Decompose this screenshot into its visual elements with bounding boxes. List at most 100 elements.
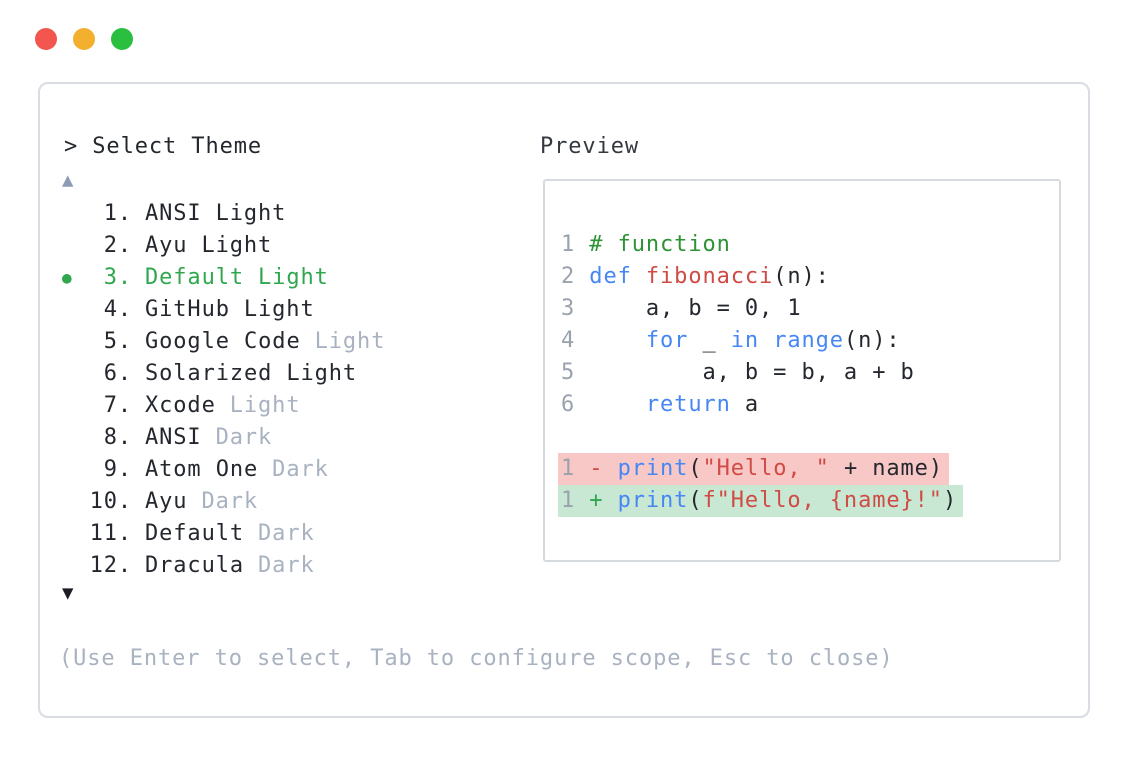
theme-name: Solarized xyxy=(145,361,273,386)
theme-variant: Light xyxy=(243,297,315,322)
token-str: "Hello, " xyxy=(702,456,830,481)
theme-name: Atom One xyxy=(145,457,259,482)
selected-dot-icon: ● xyxy=(62,268,72,287)
zoom-button[interactable] xyxy=(111,28,133,50)
theme-number: 1. xyxy=(103,201,132,226)
theme-number: 10. xyxy=(89,489,132,514)
theme-number: 9. xyxy=(103,457,132,482)
code-line: 2 def fibonacci(n): xyxy=(561,261,1059,293)
token-str: f"Hello, {name}!" xyxy=(702,488,943,513)
code-line: 1 - print("Hello, " + name) xyxy=(558,453,1059,485)
theme-variant: Dark xyxy=(258,553,315,578)
theme-item-default-dark[interactable]: 11. Default Dark xyxy=(62,518,385,550)
theme-number: 6. xyxy=(103,361,132,386)
code-line: 1 # function xyxy=(561,229,1059,261)
theme-number: 4. xyxy=(103,297,132,322)
token-num: 2 xyxy=(561,264,590,289)
theme-name: GitHub xyxy=(145,297,230,322)
code-line-content: 6 return a xyxy=(561,389,759,421)
window-controls xyxy=(35,28,133,50)
token-num: 5 xyxy=(561,360,590,385)
token-kw: def xyxy=(589,264,632,289)
theme-number: 11. xyxy=(89,521,132,546)
token-plain: ( xyxy=(688,456,703,481)
theme-variant: Light xyxy=(201,233,273,258)
preview-label: Preview xyxy=(540,134,640,159)
theme-variant: Dark xyxy=(258,521,315,546)
token-kw: range xyxy=(773,328,844,353)
code-line-content: 3 a, b = 0, 1 xyxy=(561,293,801,325)
token-num: 6 xyxy=(561,392,590,417)
token-num: 1 xyxy=(561,456,590,481)
theme-number: 7. xyxy=(103,393,132,418)
theme-variant: Light xyxy=(258,265,329,290)
code-line-content: 5 a, b = b, a + b xyxy=(561,357,915,389)
token-plain xyxy=(759,328,773,353)
token-add: + xyxy=(589,488,618,513)
minimize-button[interactable] xyxy=(73,28,95,50)
token-num: 1 xyxy=(561,488,590,513)
theme-name: ANSI xyxy=(145,201,202,226)
theme-item-github-light[interactable]: 4. GitHub Light xyxy=(62,294,385,326)
theme-item-xcode-light[interactable]: 7. Xcode Light xyxy=(62,390,385,422)
theme-item-google-code-light[interactable]: 5. Google Code Light xyxy=(62,326,385,358)
code-line-content: 4 for _ in range(n): xyxy=(561,325,901,357)
theme-name: Default xyxy=(145,521,245,546)
theme-variant: Dark xyxy=(215,425,273,450)
code-line-content: 1 # function xyxy=(561,229,731,261)
close-button[interactable] xyxy=(35,28,57,50)
theme-name: Default xyxy=(145,265,245,290)
prompt-label: > Select Theme xyxy=(64,134,263,159)
diff-removed-line: 1 - print("Hello, " + name) xyxy=(558,453,949,485)
theme-variant: Light xyxy=(229,393,301,418)
theme-number: 2. xyxy=(103,233,132,258)
theme-number: 5. xyxy=(103,329,132,354)
token-plain: _ xyxy=(688,328,731,353)
token-kw: return xyxy=(645,392,731,417)
theme-item-ayu-light[interactable]: 2. Ayu Light xyxy=(62,230,385,262)
code-line: 3 a, b = 0, 1 xyxy=(561,293,1059,325)
token-plain: ( xyxy=(688,488,703,513)
token-plain: a xyxy=(730,392,760,417)
theme-name: Xcode xyxy=(145,393,216,418)
theme-variant: Dark xyxy=(201,489,259,514)
code-line: 1 + print(f"Hello, {name}!") xyxy=(558,485,1059,517)
token-kw: print xyxy=(617,456,689,481)
token-del: - xyxy=(589,456,618,481)
token-plain: a, b = b, a + b xyxy=(589,360,915,385)
theme-name: Google Code xyxy=(145,329,301,354)
token-comment: # function xyxy=(589,232,731,257)
token-kw: for xyxy=(645,328,689,353)
token-num: 1 xyxy=(561,232,590,257)
theme-number: 8. xyxy=(103,425,132,450)
theme-variant: Light xyxy=(314,329,386,354)
token-plain: a, b = 0, 1 xyxy=(589,296,802,321)
token-num: 4 xyxy=(561,328,590,353)
token-plain: (n): xyxy=(773,264,830,289)
theme-item-ansi-light[interactable]: 1. ANSI Light xyxy=(62,198,385,230)
token-kw: print xyxy=(617,488,689,513)
theme-variant: Light xyxy=(215,201,287,226)
scroll-down-icon[interactable]: ▼ xyxy=(62,582,74,604)
theme-variant: Light xyxy=(286,361,358,386)
theme-item-solarized-light[interactable]: 6. Solarized Light xyxy=(62,358,385,390)
theme-name: Ayu xyxy=(145,233,188,258)
code-line xyxy=(561,421,1059,453)
token-plain: ) xyxy=(942,488,958,513)
token-plain xyxy=(589,392,646,417)
scroll-up-icon[interactable]: ▲ xyxy=(62,169,74,191)
code-line-content xyxy=(561,421,575,453)
token-plain xyxy=(632,264,646,289)
theme-name: Dracula xyxy=(145,553,245,578)
token-plain: + name) xyxy=(829,456,943,481)
token-kw: in xyxy=(730,328,760,353)
